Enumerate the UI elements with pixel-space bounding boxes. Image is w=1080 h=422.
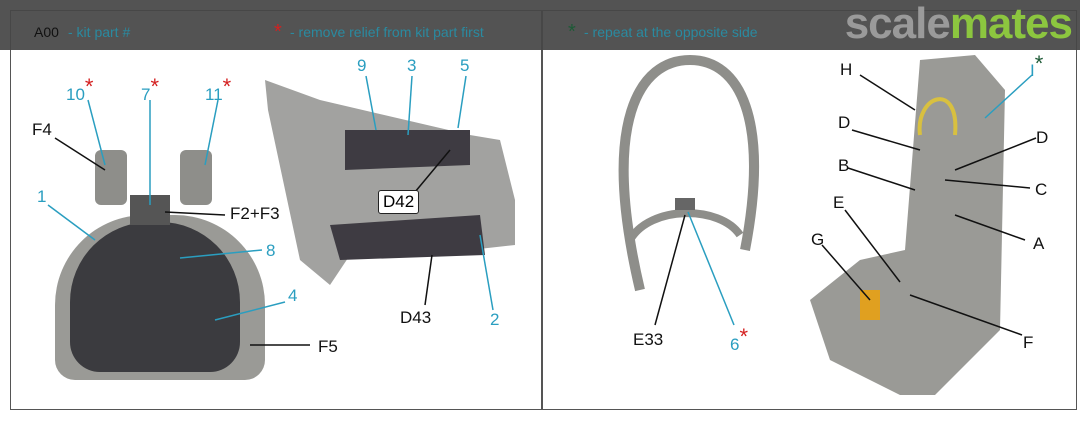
label-F2-F3: F2+F3 [230,204,280,223]
label-E33: E33 [633,330,664,349]
label-1: 1 [37,187,47,206]
green-asterisk-legend: * [568,21,576,43]
label-C: C [1035,180,1048,199]
green-asterisk-text: - repeat at the opposite side [584,24,758,40]
label-4: 4 [288,286,298,305]
label-5: 5 [460,56,470,75]
instrument-panel-face [70,222,240,372]
label-D42: D42 [378,190,420,214]
red-asterisk-text: - remove relief from kit part first [290,24,484,40]
label-D43: D43 [400,308,432,327]
label-G: G [811,230,825,249]
legend-header: A00 - kit part # * - remove relief from … [0,0,1080,50]
label-D-right: D [1036,128,1049,147]
label-F4: F4 [32,120,52,139]
label-F5: F5 [318,337,338,356]
label-B: B [838,156,850,175]
label-2: 2 [490,310,500,329]
label-A: A [1033,234,1045,253]
label-I: I* [1030,51,1044,80]
bracket-left [95,150,127,205]
scalemates-watermark: scalemates [844,0,1073,48]
label-F: F [1023,333,1034,352]
label-6: 6* [730,324,749,354]
red-asterisk-legend: * [274,21,282,43]
label-9: 9 [357,56,367,75]
label-8: 8 [266,241,276,260]
label-D-left: D [838,113,851,132]
label-10: 10* [66,74,94,104]
label-H: H [840,60,853,79]
kit-part-code: A00 [34,24,59,40]
label-11: 11* [205,74,232,104]
label-7: 7* [141,74,160,104]
label-E: E [833,193,845,212]
label-3: 3 [407,56,417,75]
kit-part-text: - kit part # [68,24,131,40]
